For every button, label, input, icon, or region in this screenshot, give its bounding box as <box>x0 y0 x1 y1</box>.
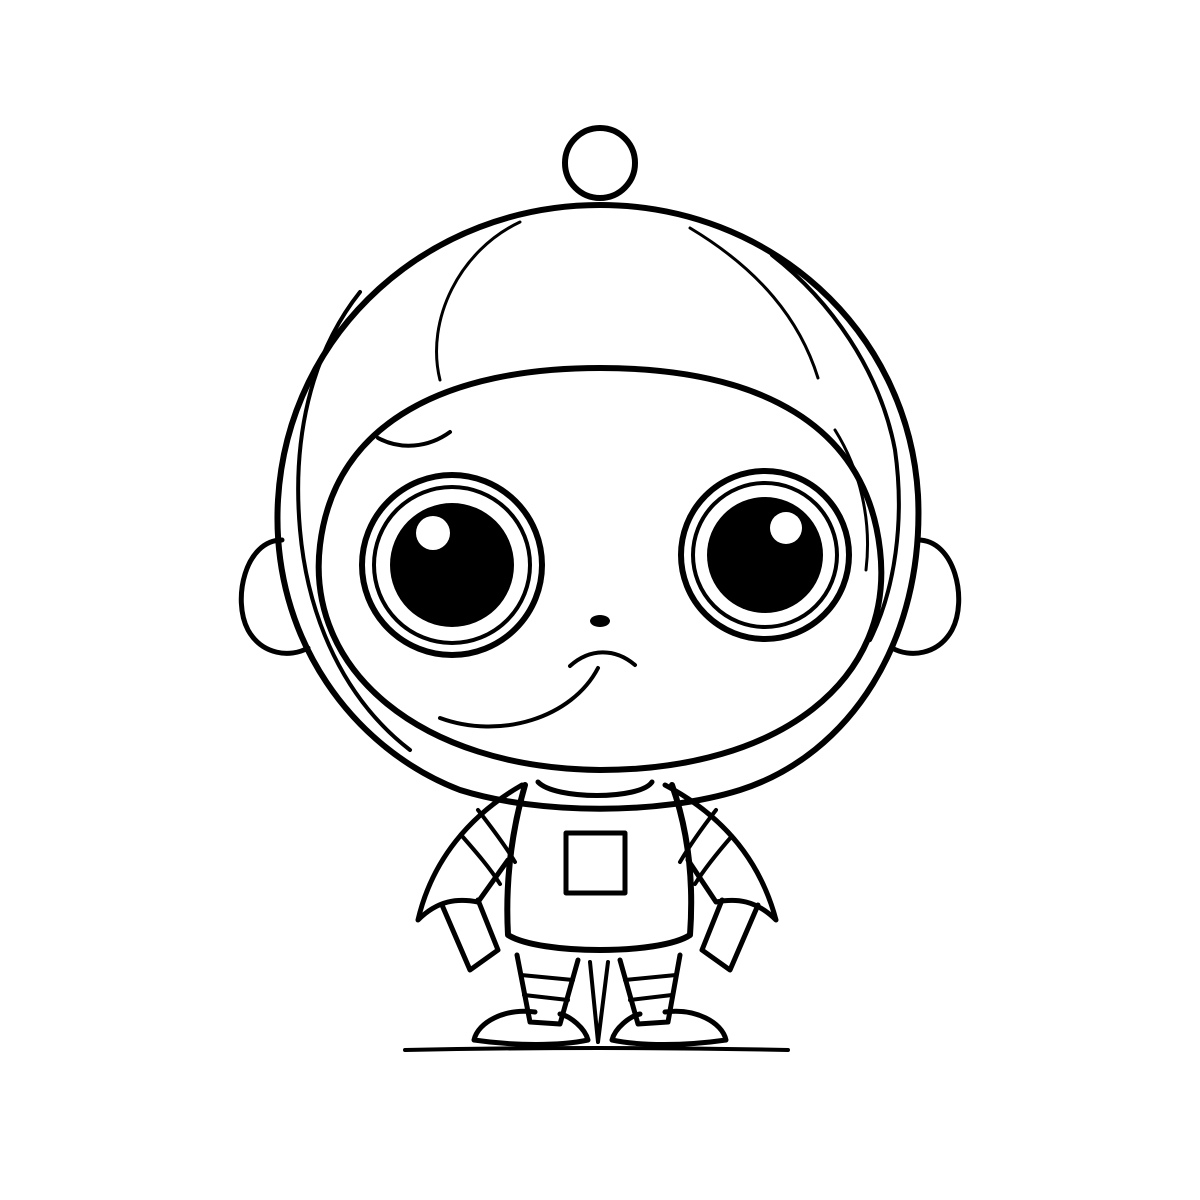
right-leg-stripe-2 <box>628 993 674 1002</box>
left-ear <box>238 537 311 656</box>
left-hand <box>439 897 501 973</box>
left-eyebrow <box>376 430 452 448</box>
left-leg-stripe-1 <box>519 973 575 982</box>
helmet-highlight-right <box>688 226 820 380</box>
left-eye-outer <box>359 472 545 658</box>
left-leg-stripe-2 <box>522 993 570 1002</box>
cheek-line <box>438 666 600 729</box>
right-leg <box>617 952 683 1027</box>
helmet-highlight <box>435 220 522 382</box>
mouth <box>568 650 637 668</box>
helmet-inner-rim-right <box>770 253 901 642</box>
right-pupil <box>707 497 823 613</box>
left-eye-glint <box>416 516 450 550</box>
left-arm <box>415 782 525 923</box>
center-leg-gap <box>588 960 610 1044</box>
left-pupil <box>390 503 514 627</box>
collar <box>535 779 655 798</box>
right-arm <box>662 782 779 923</box>
ground-line <box>403 1046 790 1052</box>
torso <box>504 782 695 953</box>
face-visor <box>315 365 885 773</box>
helmet-inner-rim-left <box>296 290 412 752</box>
right-eye-outer <box>678 468 852 642</box>
left-leg <box>514 952 581 1027</box>
left-arm-band-2 <box>460 834 502 886</box>
right-eye-glint <box>770 512 802 544</box>
right-arm-band-1 <box>678 808 718 864</box>
nose <box>590 615 610 627</box>
helmet-outer <box>274 202 922 812</box>
visor-inner-right <box>833 428 870 572</box>
right-boot <box>609 1008 729 1047</box>
right-eye-ring <box>691 481 839 629</box>
right-hand <box>699 897 761 973</box>
left-eye-ring <box>372 485 532 645</box>
right-leg-stripe-1 <box>623 973 678 982</box>
chest-panel <box>563 830 628 896</box>
right-ear <box>889 537 962 656</box>
left-boot <box>471 1008 591 1047</box>
right-arm-band-2 <box>693 834 734 886</box>
antenna-ball <box>562 125 638 201</box>
